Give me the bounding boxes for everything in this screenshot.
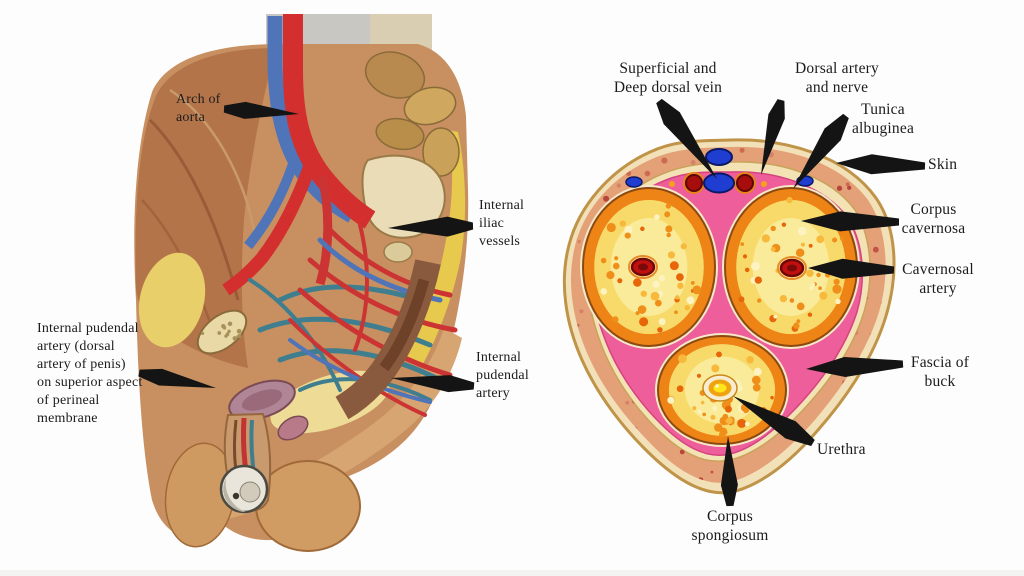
- label-corpus-cavernosa: Corpus cavernosa: [901, 201, 966, 238]
- bladder-shade: [241, 389, 283, 411]
- muscle-streak: [169, 88, 257, 236]
- skin-arrow: [836, 154, 926, 175]
- inferior-vena-cava: [267, 16, 356, 223]
- internal-pudendal-long-arrow: [138, 368, 216, 388]
- circumflex-vein-left: [625, 176, 643, 188]
- deep-dorsal-vein: [703, 172, 735, 194]
- label-internal-pudendal-artery: Internal pudendal artery: [476, 350, 529, 401]
- label-skin: Skin: [928, 156, 958, 173]
- penis-sagittal: [219, 412, 272, 514]
- label-internal-pudendal-long: Internal pudendal artery (dorsal artery …: [37, 321, 143, 426]
- internal-iliac-vessels-arrow: [388, 216, 474, 237]
- pubic-bone-texture: [200, 321, 242, 341]
- label-corpus-spongiosum: Corpus spongiosum: [691, 508, 769, 545]
- urethra-arrow: [733, 396, 815, 446]
- tunica-albuginea-arrow: [793, 113, 849, 189]
- corpus-cavernosum-left: [580, 185, 718, 349]
- label-internal-iliac-vessels: Internal iliac vessels: [479, 198, 525, 249]
- pubic-bone: [196, 309, 248, 355]
- label-superficial-deep-dorsal-vein: Superficial and Deep dorsal vein: [613, 60, 723, 97]
- aorta: [283, 14, 376, 229]
- pointer-arrows: [138, 98, 926, 507]
- iliac-artery-branch: [222, 157, 319, 296]
- pubic-fat-yellow: [138, 252, 206, 348]
- internal-pudendal-artery-arrow: [391, 375, 475, 393]
- corpora-cavernosa: [580, 185, 860, 447]
- superficial-deep-dorsal-vein-arrow: [656, 98, 717, 179]
- superficial-dorsal-vein: [705, 148, 733, 166]
- dorsal-artery-nerve-arrow: [761, 99, 785, 175]
- prostate: [277, 415, 309, 441]
- dorsal-artery-left: [685, 174, 703, 192]
- dorsal-nerve-right: [761, 181, 767, 187]
- arch-of-aorta-arrow: [223, 101, 299, 119]
- label-tunica-albuginea: Tunica albuginea: [851, 101, 915, 138]
- label-urethra: Urethra: [817, 441, 866, 458]
- label-fascia-of-buck: Fascia of buck: [910, 354, 970, 391]
- muscle-streak: [148, 118, 240, 301]
- label-arch-of-aorta: Arch of aorta: [176, 92, 221, 125]
- corpus-spongiosum-arrow: [720, 436, 738, 507]
- penis-cross-section-illustration: [562, 138, 896, 495]
- corpus-spongiosum: [655, 333, 789, 447]
- dorsal-vessels: [625, 148, 814, 194]
- dorsal-nerve-left: [669, 181, 675, 187]
- iliac-vein-branch: [244, 156, 300, 250]
- label-dorsal-artery-nerve: Dorsal artery and nerve: [795, 60, 879, 97]
- scrotum: [255, 460, 361, 552]
- dorsal-artery-right: [736, 174, 754, 192]
- corpus-cavernosa-arrow: [801, 211, 899, 232]
- lumbar-sacrum-bones: [361, 51, 460, 263]
- label-cavernosal-artery: Cavernosal artery: [902, 261, 974, 298]
- bottom-edge-strip: [0, 570, 1024, 576]
- rectum-lumen: [379, 278, 430, 372]
- fascia-of-buck-arrow: [806, 357, 904, 377]
- pelvis-sagittal-illustration: [134, 14, 469, 552]
- cavernosal-artery-arrow: [808, 258, 895, 279]
